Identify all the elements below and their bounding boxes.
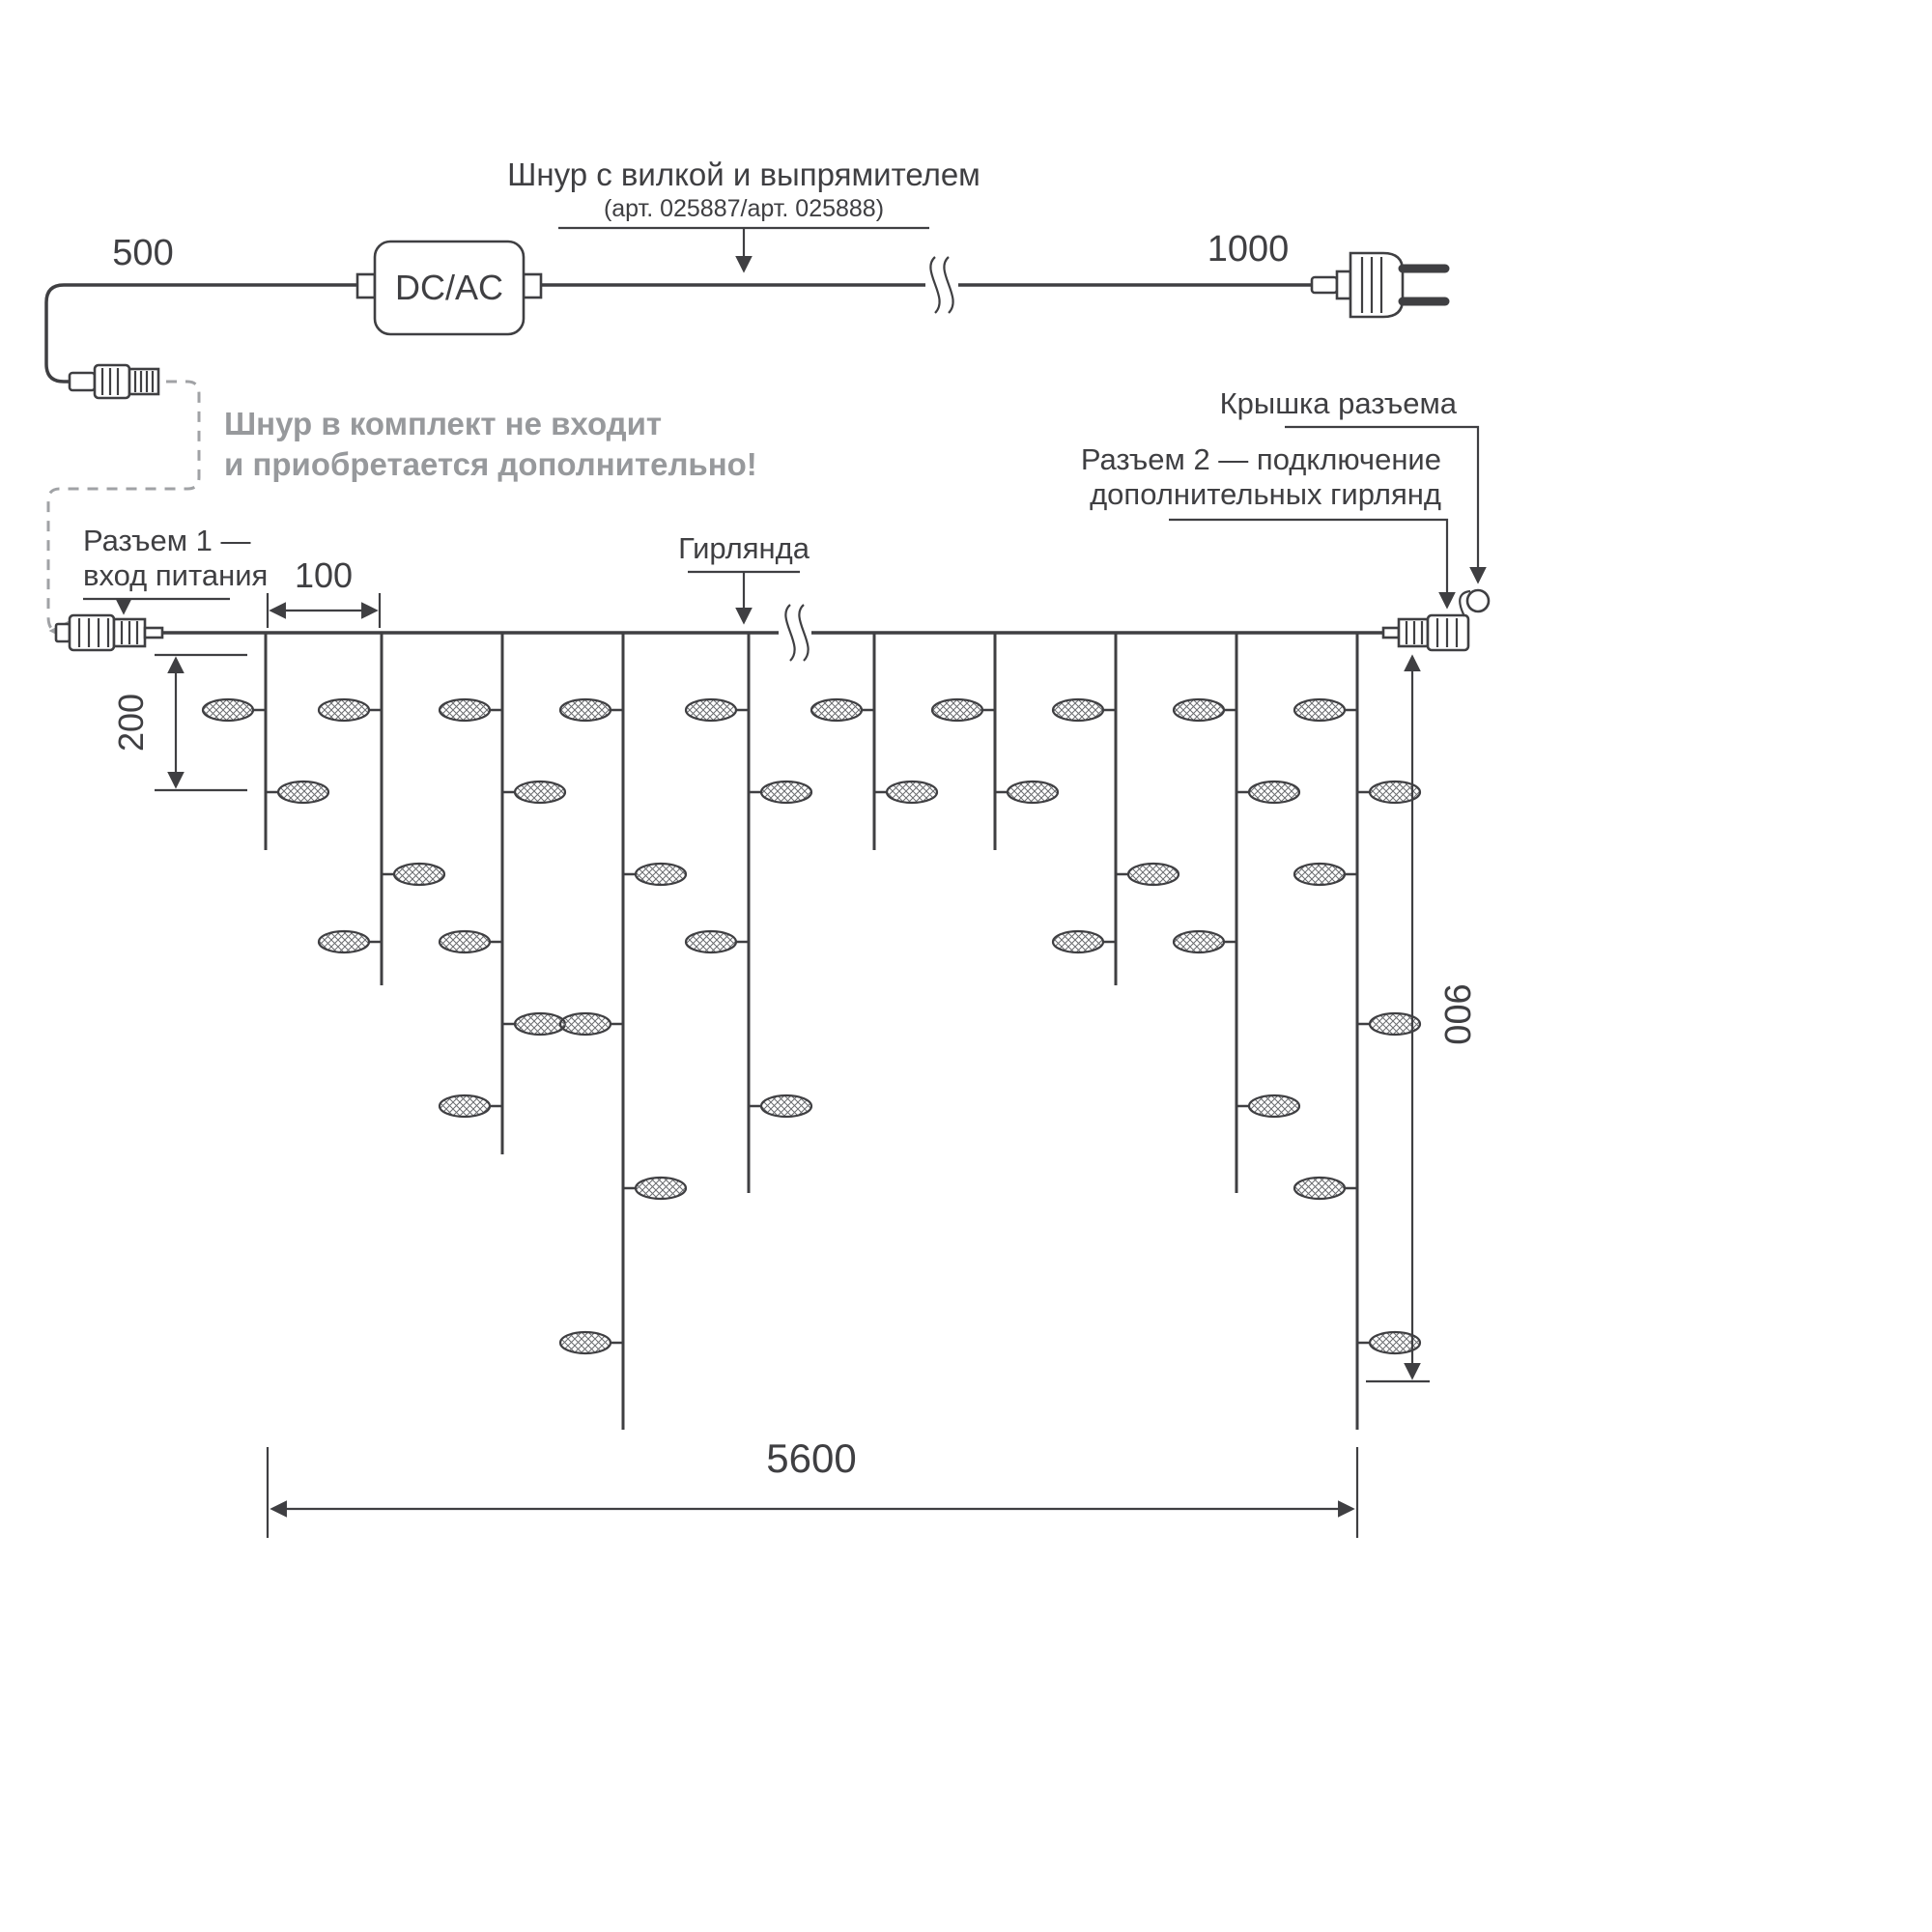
- dimension-height: 900: [1366, 654, 1477, 1383]
- garland-output-connector: [1381, 588, 1491, 652]
- dimension-drop-spacing: 100: [266, 555, 382, 628]
- cord-output-connector: [68, 363, 160, 400]
- lamp-bulb: [1293, 862, 1347, 887]
- lamp-bulb: [759, 1094, 813, 1119]
- cap-callout: Крышка разъема: [1220, 386, 1487, 584]
- lamp-bulb: [1247, 1094, 1301, 1119]
- lamp-bulb: [276, 780, 330, 805]
- note-line2: и приобретается дополнительно!: [224, 446, 757, 482]
- lamp-bulb: [438, 929, 492, 954]
- mains-plug: [1310, 251, 1450, 319]
- garland-break-mark: [779, 604, 811, 662]
- lamp-bulb: [634, 862, 688, 887]
- power-cord-assembly: DC/AC 500 1000: [44, 156, 1450, 400]
- lamp-bulb: [558, 1011, 612, 1037]
- lamp-bulb: [759, 780, 813, 805]
- connector2-label-line1: Разъем 2 — подключение: [1081, 442, 1441, 476]
- converter-right-nub: [522, 272, 543, 299]
- power-cord-wire-left: [44, 283, 375, 384]
- connector-cap: [1465, 588, 1491, 613]
- lamp-bulb: [1126, 862, 1180, 887]
- lamp-bulb: [1172, 929, 1226, 954]
- dim-5600-value: 5600: [766, 1435, 856, 1481]
- lamp-bulb: [930, 697, 984, 723]
- lamp-bulb: [317, 929, 371, 954]
- lamp-bulb: [558, 697, 612, 723]
- lamp-bulb: [1293, 1176, 1347, 1201]
- dim-200-value: 200: [111, 694, 151, 752]
- cord-title: Шнур с вилкой и выпрямителем: [507, 156, 980, 192]
- lamp-bulb: [684, 697, 738, 723]
- lamp-bulb: [1051, 929, 1105, 954]
- cord-break-mark: [925, 256, 954, 314]
- connector2-label-line2: дополнительных гирлянд: [1090, 477, 1441, 511]
- lamp-bulb: [1006, 780, 1060, 805]
- lamp-bulb: [1051, 697, 1105, 723]
- connector1-label-line2: вход питания: [83, 558, 268, 592]
- lamp-bulb: [438, 1094, 492, 1119]
- lamp-bulb: [634, 1176, 688, 1201]
- lamp-bulb: [317, 697, 371, 723]
- lamp-bulb: [201, 697, 255, 723]
- optional-cord-link: Шнур в комплект не входит и приобретаетс…: [46, 380, 757, 642]
- connector1-callout: Разъем 1 — вход питания: [83, 524, 268, 615]
- cord-subtitle: (арт. 025887/арт. 025888): [604, 195, 884, 222]
- dim-900-value: 900: [1436, 983, 1477, 1044]
- dimension-length: 5600: [266, 1435, 1359, 1538]
- lamp-bulb: [1293, 697, 1347, 723]
- garland-assembly: [54, 588, 1491, 1430]
- lamp-bulb: [810, 697, 864, 723]
- lamp-bulb: [513, 780, 567, 805]
- lamp-bulb: [1247, 780, 1301, 805]
- dashed-connection-line: [46, 380, 201, 642]
- lamp-bulb: [1172, 697, 1226, 723]
- cord-dim-left: 500: [112, 233, 173, 273]
- converter-body: [373, 240, 526, 336]
- converter-left-nub: [355, 272, 377, 299]
- lamp-bulb: [513, 1011, 567, 1037]
- lamp-bulb: [684, 929, 738, 954]
- dim-100-value: 100: [295, 555, 353, 595]
- garland-label: Гирлянда: [678, 531, 810, 565]
- converter-label: DC/AC: [395, 268, 503, 307]
- cord-title-callout: Шнур с вилкой и выпрямителем (арт. 02588…: [507, 156, 980, 273]
- garland-callout: Гирлянда: [678, 531, 810, 625]
- connector1-label-line1: Разъем 1 —: [83, 524, 250, 557]
- connector-cap-strap: [1459, 589, 1471, 617]
- lamp-bulb: [438, 697, 492, 723]
- garland-drops: [201, 633, 1422, 1430]
- cap-label: Крышка разъема: [1220, 386, 1458, 420]
- dimension-first-drop: 200: [111, 653, 247, 792]
- note-line1: Шнур в комплект не входит: [224, 406, 662, 441]
- cord-dim-right: 1000: [1208, 229, 1290, 270]
- dcac-converter: DC/AC: [355, 240, 543, 336]
- connector2-callout: Разъем 2 — подключение дополнительных ги…: [1081, 442, 1456, 610]
- garland-input-connector: [54, 613, 164, 652]
- lamp-bulb: [558, 1330, 612, 1355]
- lamp-bulb: [392, 862, 446, 887]
- lamp-bulb: [885, 780, 939, 805]
